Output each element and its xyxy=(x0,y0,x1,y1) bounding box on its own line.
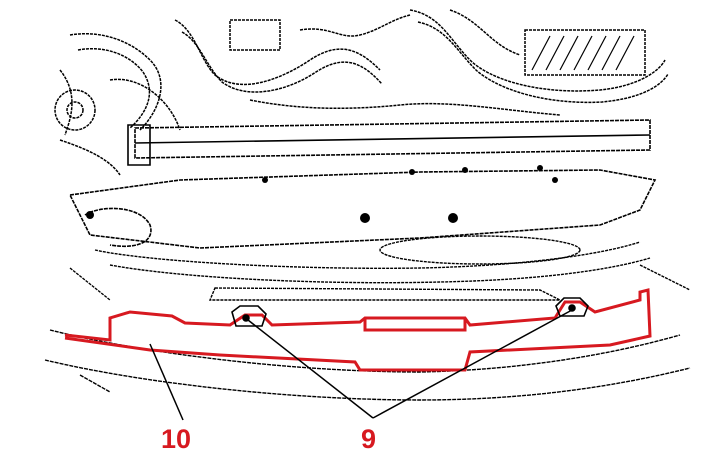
engine-hoses xyxy=(59,9,669,136)
beam-bolts xyxy=(86,165,558,223)
callout-9: 9 xyxy=(361,424,377,454)
leader-lines xyxy=(149,309,573,421)
bumper-cover xyxy=(44,329,691,401)
callout-10: 10 xyxy=(161,424,192,454)
left-engine-component xyxy=(54,89,121,176)
grille-hatching xyxy=(531,35,635,71)
bumper-reinforcement xyxy=(68,169,657,249)
clip-left xyxy=(231,305,267,327)
lower-structure xyxy=(69,235,691,301)
lower-air-deflector-highlight xyxy=(64,288,652,372)
radiator-support xyxy=(127,119,651,166)
